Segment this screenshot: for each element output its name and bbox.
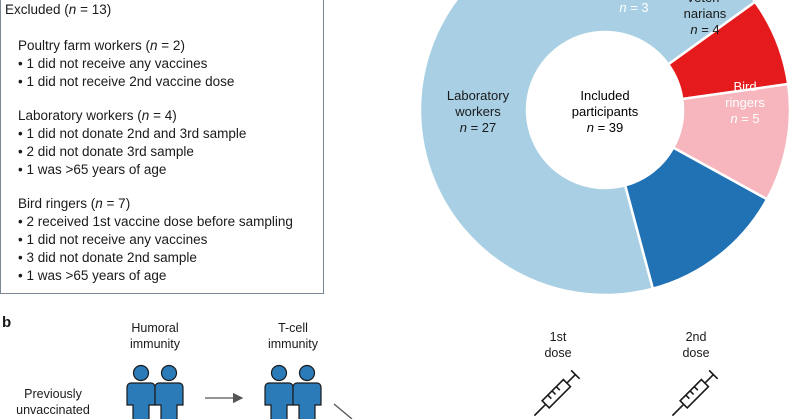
list-item: • 3 did not donate 2nd sample — [18, 250, 197, 265]
list-item: • 2 did not donate 3rd sample — [18, 144, 194, 159]
segment-count: n = 27 — [460, 120, 497, 135]
people-icon-tcell — [264, 364, 322, 419]
center-label-line2: participants — [572, 104, 639, 119]
list-item: • 1 did not receive any vaccines — [18, 56, 208, 71]
excluded-heading: Excluded (n = 13) — [5, 2, 112, 17]
syringe-icon — [671, 369, 719, 417]
segment-label: Bird — [733, 79, 756, 94]
segment-label: ringers — [725, 95, 765, 110]
list-item: • 1 was >65 years of age — [18, 268, 167, 283]
segment-label: narians — [684, 6, 727, 21]
segment-count: n = 5 — [730, 111, 759, 126]
center-label-line1: Included — [580, 88, 629, 103]
syringe-icon — [533, 369, 581, 417]
list-item: • 1 did not receive any vaccines — [18, 232, 208, 247]
group-title-poultry: Poultry farm workers (n = 2) — [18, 38, 185, 53]
segment-label: Veteri- — [686, 0, 724, 5]
list-item: • 1 was >65 years of age — [18, 162, 167, 177]
segment-count: n = 4 — [690, 22, 719, 37]
list-item: • 1 did not donate 2nd and 3rd sample — [18, 126, 247, 141]
group-title-laboratory: Laboratory workers (n = 4) — [18, 108, 177, 123]
donut-hole — [527, 32, 683, 188]
segment-label: Laboratory — [447, 88, 510, 103]
center-count: n = 39 — [587, 120, 624, 135]
exclusion-box: Excluded (n = 13) Poultry farm workers (… — [0, 0, 324, 294]
group-title-bird-ringers: Bird ringers (n = 7) — [18, 196, 131, 211]
panel-label-b: b — [2, 314, 12, 331]
segment-label: workers — [454, 104, 501, 119]
list-item: • 1 did not receive 2nd vaccine dose — [18, 74, 235, 89]
list-item: • 2 received 1st vaccine dose before sam… — [18, 214, 293, 229]
segment-count: n = 3 — [619, 0, 648, 15]
arrow-tcell-onward — [333, 403, 353, 419]
people-icon-humoral — [126, 364, 184, 419]
